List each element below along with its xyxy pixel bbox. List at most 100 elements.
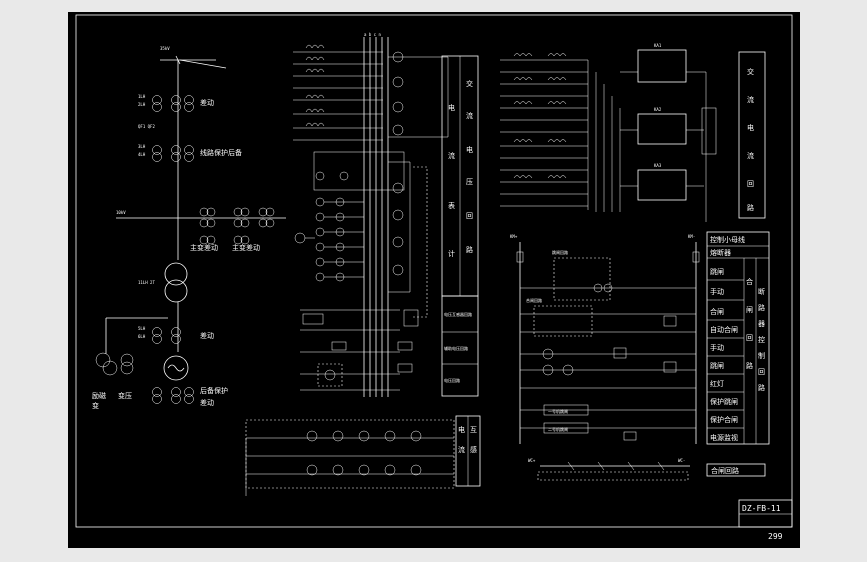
svg-text:电: 电 [466,145,473,154]
bottom-ct-row: 电 流 互 感 [245,415,481,496]
svg-text:WC-: WC- [678,458,685,463]
main-transformer-upper [164,262,188,286]
ct-group-1: 1LH 2LH 差动 [138,94,214,112]
gen-diff-label: 差动 [200,398,214,407]
svg-text:KA1: KA1 [654,43,662,48]
svg-text:保护合闸: 保护合闸 [710,415,738,424]
excite-label: 差动 [200,331,214,340]
svg-text:器: 器 [758,320,765,328]
control-circuit: KM+ KM- 跳闸回路 合闸回路 一号机跳闸 二号机跳闸 WC+ WC- [510,234,700,481]
svg-text:电压互感器回路: 电压互感器回路 [444,311,472,317]
svg-text:红灯: 红灯 [710,379,724,388]
relay-ka2 [637,113,687,145]
svg-text:回: 回 [747,180,754,188]
line-protect-label: 线路保护后备 [200,148,242,157]
svg-text:合闸回路: 合闸回路 [526,297,542,303]
svg-text:表: 表 [448,201,455,210]
ct-group-3: 主变差动 主变差动 [190,207,275,252]
svg-text:辅助电压回路: 辅助电压回路 [444,345,468,351]
drawing-number: DZ-FB-11 [742,504,781,513]
svg-text:流: 流 [747,95,754,104]
svg-text:熔断器: 熔断器 [710,248,731,257]
svg-text:电: 电 [458,425,465,434]
ct-group-2: 3LH 4LH 线路保护后备 [138,144,242,162]
svg-text:4LH: 4LH [138,152,146,157]
title-block [738,499,793,528]
pt-left-c [120,353,134,367]
svg-text:QF1 QF2: QF1 QF2 [138,124,155,129]
relay-ka1 [637,49,687,83]
svg-text:a b c n: a b c n [364,32,381,37]
schematic-drawing: DZ-FB-11 35kV 1LH 2LH 差动 QF1 QF2 3LH 4LH… [75,14,793,528]
svg-text:电: 电 [448,103,455,112]
svg-text:回: 回 [746,334,753,342]
svg-text:2LH: 2LH [138,102,146,107]
svg-text:合: 合 [746,277,753,286]
bottom-left-label-3: 变 [92,401,99,410]
relay-ka3 [637,169,687,201]
svg-text:互: 互 [470,426,477,434]
svg-text:合闸: 合闸 [710,307,724,316]
ac-circuit-bus: a b c n [293,32,449,397]
main-transformer-lower [164,279,188,303]
svg-text:交: 交 [747,67,754,76]
svg-text:交: 交 [466,79,473,88]
svg-text:KA3: KA3 [654,163,662,168]
svg-text:流: 流 [448,151,455,160]
gen-backup-label: 后备保护 [200,386,228,395]
svg-text:回: 回 [758,368,765,376]
ac-panel-title: 电 流 表 计 交 流 电 压 回 路 电压互感器回路 辅助电压回路 电压回路 [441,55,479,397]
svg-text:跳闸: 跳闸 [710,361,724,370]
bus-top-label: 35kV [160,46,170,51]
svg-text:手动: 手动 [710,343,724,352]
primary-one-line: 35kV 1LH 2LH 差动 QF1 QF2 3LH 4LH 线路保护后备 1… [92,46,286,410]
svg-text:3LH: 3LH [138,144,146,149]
pt-left-b [102,360,118,376]
svg-text:保护跳闸: 保护跳闸 [710,397,738,406]
svg-text:KM+: KM+ [510,234,518,239]
svg-text:控制小母线: 控制小母线 [710,235,745,244]
svg-text:路: 路 [758,303,765,312]
svg-text:断: 断 [758,287,765,296]
bottom-left-label-1: 励磁 [92,391,106,400]
generator-symbol [163,355,189,381]
svg-text:回: 回 [466,212,473,220]
relay-panel: KA1 KA2 KA3 交 流 电 流 回 路 [500,43,766,222]
svg-text:1LH: 1LH [138,94,146,99]
svg-text:6LH: 6LH [138,334,146,339]
svg-text:电: 电 [747,123,754,132]
inner-frame [75,14,793,528]
meter-bank [294,197,364,282]
svg-text:制: 制 [758,351,765,360]
svg-text:路: 路 [747,203,754,212]
svg-text:自动合闸: 自动合闸 [710,325,738,334]
svg-text:路: 路 [746,361,753,370]
svg-text:KA2: KA2 [654,107,662,112]
svg-text:跳闸回路: 跳闸回路 [552,249,568,255]
svg-text:5LH: 5LH [138,326,146,331]
svg-text:流: 流 [747,151,754,160]
main-gen-b-label: 主变差动 [232,243,260,252]
svg-text:一号机跳闸: 一号机跳闸 [548,408,568,414]
control-table: 控制小母线 熔断器 跳闸 手动 合闸 自动合闸 手动 跳闸 红灯 保护跳闸 保护… [706,231,770,477]
svg-text:流: 流 [466,111,473,120]
bus-mid-label: 10kV [116,210,126,215]
svg-text:计: 计 [448,249,455,258]
svg-text:流: 流 [458,445,465,454]
svg-text:感: 感 [470,445,477,454]
drawing-sheet: DZ-FB-11 35kV 1LH 2LH 差动 QF1 QF2 3LH 4LH… [68,12,800,548]
svg-text:电源监视: 电源监视 [710,433,738,442]
gen-protect-label: 差动 [200,98,214,107]
main-gen-a-label: 主变差动 [190,243,218,252]
svg-text:二号机跳闸: 二号机跳闸 [548,426,568,432]
svg-text:路: 路 [758,383,765,392]
svg-text:跳闸: 跳闸 [710,267,724,276]
svg-text:路: 路 [466,245,473,254]
pt-left-a [95,352,111,368]
svg-text:KM-: KM- [688,234,695,239]
bottom-left-label-2: 变压 [118,391,132,400]
svg-text:闸: 闸 [746,306,753,314]
page-number: 299 [768,532,783,541]
svg-text:压: 压 [466,178,473,186]
svg-text:手动: 手动 [710,287,724,296]
